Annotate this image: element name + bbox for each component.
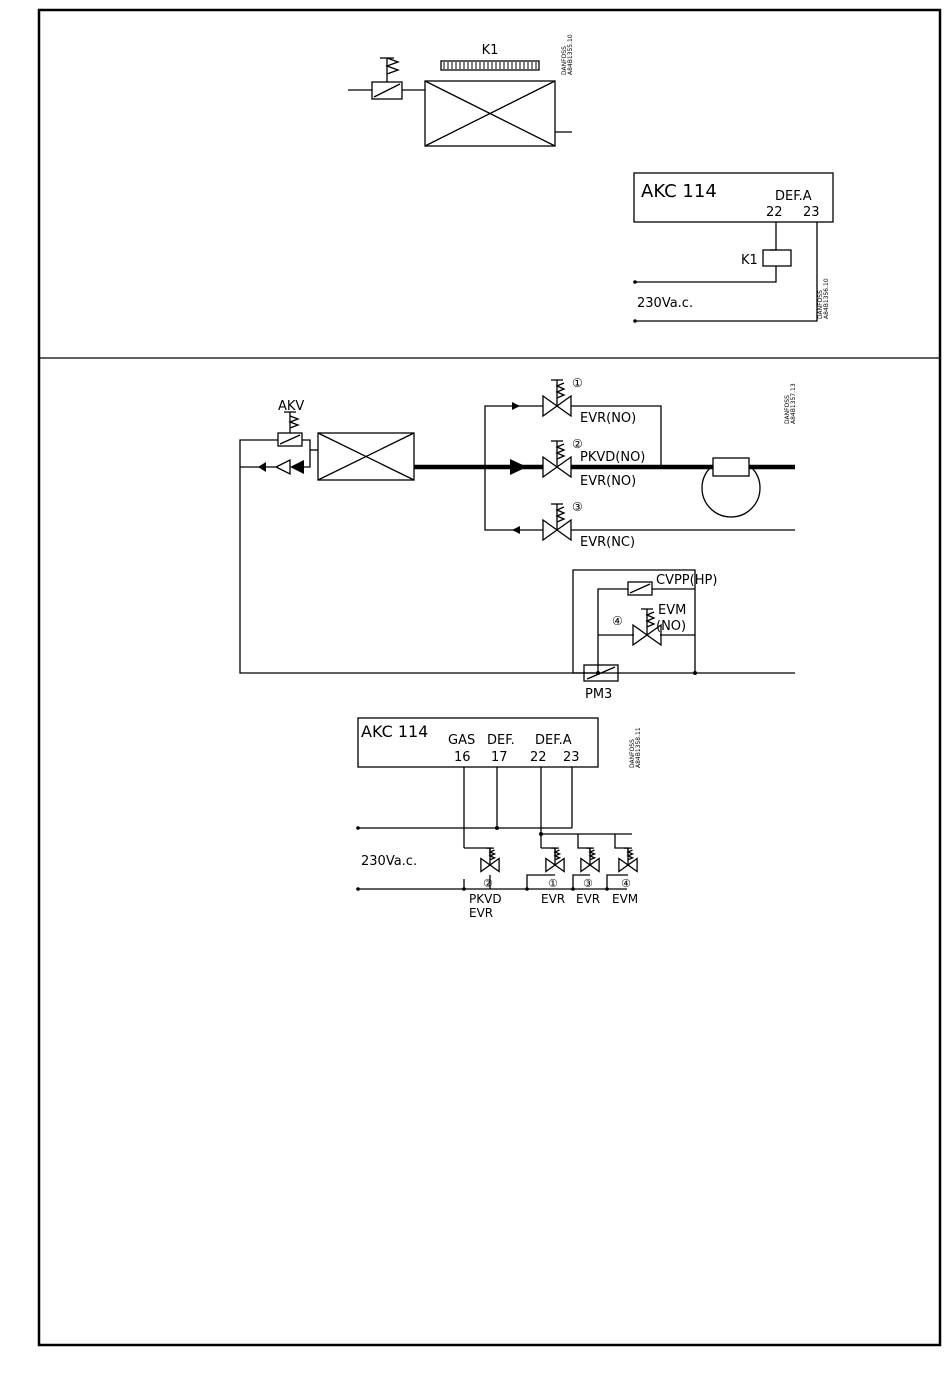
pkvd-no-label: PKVD(NO) — [580, 450, 645, 465]
akv-label: AKV — [278, 399, 304, 414]
controller-label: AKC 114 — [361, 722, 428, 741]
terminal-17-label: 17 — [491, 750, 508, 765]
evr-label: EVR — [469, 906, 493, 920]
valve-3-marker: ③ — [583, 877, 593, 890]
valve-2-marker: ② — [483, 877, 493, 890]
compressor-icon — [702, 458, 760, 517]
flow-arrow-icon — [510, 459, 527, 475]
akc-relay-wiring-diagram: AKC 114 DEF.A 22 23 K1 230Va.c. DANFOSSA… — [633, 173, 833, 323]
solenoid-valve-icon — [372, 58, 402, 99]
supply-voltage-label: 230Va.c. — [637, 296, 693, 311]
terminal-22-label: 22 — [530, 750, 547, 765]
evr-no-label-2: EVR(NO) — [580, 474, 636, 489]
def-a-label: DEF.A — [775, 189, 812, 204]
evr-valve-3-icon — [543, 504, 571, 540]
evr-coil-3-icon — [581, 848, 599, 871]
pm3-label: PM3 — [585, 687, 612, 702]
pkvd-valve-2-icon — [543, 441, 571, 477]
relay-k1-label: K1 — [741, 253, 758, 268]
terminal-16-label: 16 — [454, 750, 471, 765]
controller-label: AKC 114 — [641, 181, 717, 202]
terminal-22-label: 22 — [766, 205, 783, 220]
valve-1-marker: ① — [548, 877, 558, 890]
valve-4-marker: ④ — [612, 614, 623, 628]
pkvd-label: PKVD — [469, 892, 502, 906]
evm-coil-4-icon — [619, 848, 637, 871]
cvpp-pilot-icon — [628, 582, 652, 595]
evm-label: EVM — [612, 892, 638, 906]
evr-coil-1-icon — [546, 848, 564, 871]
flow-arrow-icon — [512, 402, 520, 410]
evr-3-label: EVR — [576, 892, 600, 906]
supply-voltage-label: 230Va.c. — [361, 854, 417, 869]
def-label: DEF. — [487, 733, 515, 748]
piping-diagram: AKV ① ② ③ EVR(NO) PKVD(NO) EVR(NO) EVR(N… — [240, 376, 797, 702]
cvpp-label: CVPP(HP) — [656, 573, 717, 588]
check-valve-icon — [276, 460, 304, 474]
flow-arrow-icon — [258, 462, 266, 472]
valve-2-marker: ② — [572, 437, 583, 451]
drawing-ref: DANFOSSA84B1358.11 — [629, 727, 642, 768]
valve-1-marker: ① — [572, 376, 583, 390]
akc-valve-wiring-diagram: AKC 114 GAS DEF. DEF.A 16 17 22 23 230Va… — [356, 718, 642, 920]
evr-1-label: EVR — [541, 892, 565, 906]
drawing-ref: DANFOSSA84B1355.10 — [561, 34, 574, 75]
valve-3-marker: ③ — [572, 500, 583, 514]
evaporator-icon — [425, 81, 555, 146]
valve-4-marker: ④ — [621, 877, 631, 890]
evm-no-label: (NO) — [656, 619, 686, 634]
relay-coil-icon — [763, 250, 791, 266]
evm-label: EVM — [658, 603, 686, 618]
akv-valve-icon — [278, 412, 302, 446]
drawing-ref: DANFOSSA84B1356.10 — [817, 278, 830, 319]
gas-label: GAS — [448, 733, 475, 748]
flow-arrow-icon — [512, 526, 520, 534]
drawing-ref: DANFOSSA84B1357.13 — [784, 383, 797, 424]
pkvd-evr-coil-icon — [481, 848, 499, 871]
terminal-23-label: 23 — [803, 205, 820, 220]
evr-nc-label: EVR(NC) — [580, 535, 635, 550]
evr-valve-1-icon — [543, 380, 571, 416]
relay-k1-label: K1 — [482, 43, 499, 58]
evr-no-label: EVR(NO) — [580, 411, 636, 426]
heater-element-icon — [441, 61, 539, 70]
evaporator-relay-diagram: K1 DANFOSSA84B1355.10 — [348, 34, 574, 146]
evaporator-icon — [318, 433, 414, 480]
terminal-23-label: 23 — [563, 750, 580, 765]
def-a-label: DEF.A — [535, 733, 572, 748]
